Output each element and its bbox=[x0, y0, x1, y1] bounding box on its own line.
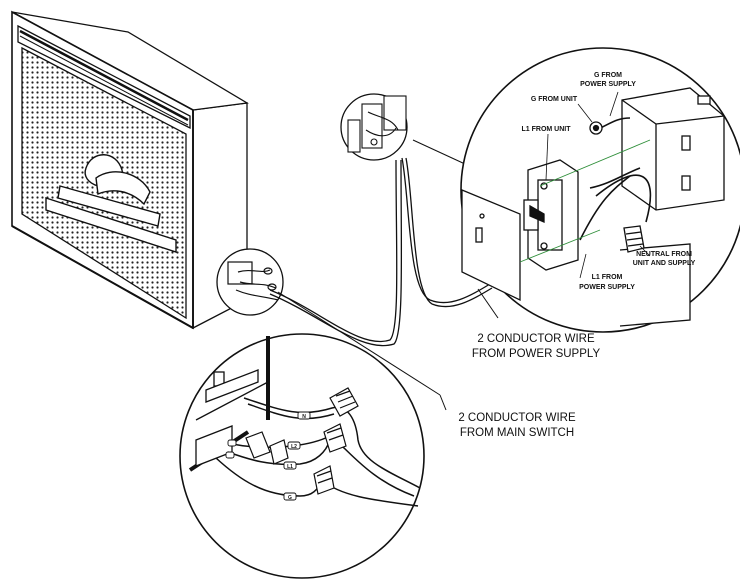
label-wire-main-switch-2: FROM MAIN SWITCH bbox=[460, 427, 574, 439]
wire-tags bbox=[225, 411, 311, 501]
tag-l1: L1 bbox=[287, 464, 293, 470]
wire-nut-g bbox=[313, 465, 335, 495]
label-wire-power-supply-2: FROM POWER SUPPLY bbox=[472, 348, 601, 360]
switch-callout-detail bbox=[347, 95, 407, 153]
junction-detail-circle bbox=[179, 333, 425, 579]
junction-box bbox=[621, 87, 725, 211]
label-l1-from-unit: L1 FROM UNIT bbox=[522, 126, 572, 133]
label-g-from-unit: G FROM UNIT bbox=[531, 96, 578, 103]
label-wire-main-switch-1: 2 CONDUCTOR WIRE bbox=[458, 412, 576, 424]
switch-body bbox=[523, 159, 579, 271]
tag-n: N bbox=[302, 414, 306, 420]
junction-callout-detail bbox=[227, 261, 279, 301]
label-neutral-2: UNIT AND SUPPLY bbox=[633, 260, 696, 267]
wire-g bbox=[215, 457, 419, 507]
ground-reference-lines bbox=[519, 139, 651, 263]
l1-wire bbox=[579, 175, 631, 241]
label-neutral-1: NEUTRAL FROM bbox=[636, 251, 692, 258]
wire-l1 bbox=[227, 439, 331, 466]
junction-detail: N L2 L1 G bbox=[179, 333, 425, 579]
neutral-wire bbox=[595, 174, 652, 223]
wall-panel bbox=[461, 189, 521, 302]
wire-nut-neutral bbox=[623, 225, 645, 253]
wire-runs bbox=[269, 157, 493, 347]
label-g-from-power-supply-2: POWER SUPPLY bbox=[580, 81, 636, 88]
tag-l2: L2 bbox=[291, 444, 297, 450]
label-l1-from-power-supply-2: POWER SUPPLY bbox=[579, 284, 635, 291]
ground-screw bbox=[589, 121, 603, 135]
wire-nut-n bbox=[329, 387, 359, 417]
label-g-from-power-supply-1: G FROM bbox=[594, 72, 622, 79]
switch-detail: G FROM POWER SUPPLY G FROM UNIT L1 FROM … bbox=[460, 47, 740, 333]
wire-nut-unit bbox=[245, 431, 289, 465]
label-wire-power-supply-1: 2 CONDUCTOR WIRE bbox=[477, 333, 595, 345]
label-l1-from-power-supply-1: L1 FROM bbox=[592, 274, 623, 281]
fireplace-unit bbox=[11, 10, 249, 330]
tag-g: G bbox=[288, 495, 292, 501]
wire-nuts bbox=[245, 387, 359, 495]
wire-n bbox=[243, 397, 421, 489]
wire-nut-l bbox=[323, 423, 347, 453]
fireplace-logs bbox=[45, 154, 177, 253]
